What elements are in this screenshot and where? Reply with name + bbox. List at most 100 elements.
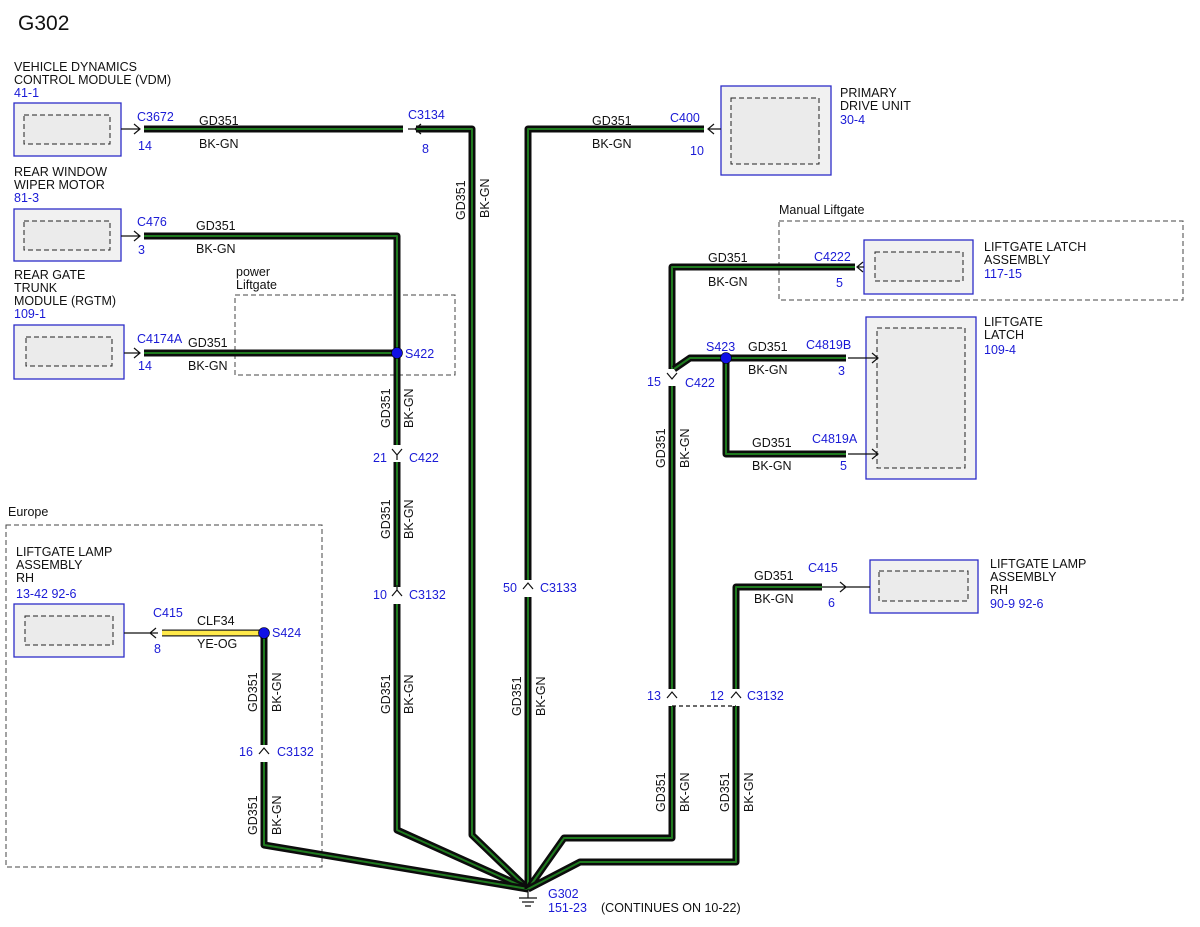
power-liftgate-label-2: Liftgate — [236, 278, 277, 292]
rgtm-module: REAR GATE TRUNK MODULE (RGTM) 109-1 — [13, 268, 125, 380]
svg-text:16: 16 — [239, 745, 253, 759]
connector-c4819b: C4819B — [806, 338, 851, 352]
svg-text:BK-GN: BK-GN — [402, 499, 416, 539]
splice-s424 — [258, 627, 270, 639]
svg-text:5: 5 — [836, 276, 843, 290]
svg-text:REAR WINDOW: REAR WINDOW — [14, 165, 107, 179]
svg-text:GD351: GD351 — [592, 114, 632, 128]
svg-text:BK-GN: BK-GN — [678, 772, 692, 812]
svg-text:ASSEMBLY: ASSEMBLY — [984, 253, 1051, 267]
svg-text:15: 15 — [647, 375, 661, 389]
svg-text:50: 50 — [503, 581, 517, 595]
wiper-motor: REAR WINDOW WIPER MOTOR 81-3 — [13, 165, 122, 262]
liftgate-latch: LIFTGATE LATCH 109-4 — [865, 315, 1043, 480]
svg-text:LATCH: LATCH — [984, 328, 1024, 342]
svg-text:CONTROL MODULE (VDM): CONTROL MODULE (VDM) — [14, 73, 171, 87]
svg-text:ASSEMBLY: ASSEMBLY — [16, 558, 83, 572]
manual-liftgate-label: Manual Liftgate — [779, 203, 865, 217]
diagram-title: G302 — [18, 12, 69, 35]
svg-text:GD351: GD351 — [454, 180, 468, 220]
connector-c4174a: C4174A — [137, 332, 183, 346]
svg-text:6: 6 — [828, 596, 835, 610]
svg-text:117-15: 117-15 — [984, 267, 1022, 281]
svg-text:BK-GN: BK-GN — [402, 388, 416, 428]
svg-text:BK-GN: BK-GN — [708, 275, 748, 289]
svg-text:LIFTGATE LAMP: LIFTGATE LAMP — [16, 545, 112, 559]
svg-text:REAR GATE: REAR GATE — [14, 268, 85, 282]
svg-text:BK-GN: BK-GN — [534, 676, 548, 716]
svg-text:GD351: GD351 — [718, 772, 732, 812]
svg-text:109-1: 109-1 — [14, 307, 46, 321]
splice-s423-label: S423 — [706, 340, 735, 354]
svg-text:GD351: GD351 — [754, 569, 794, 583]
svg-text:BK-GN: BK-GN — [196, 242, 236, 256]
connector-c3132-left: C3132 — [409, 588, 446, 602]
liftgate-lamp-left: LIFTGATE LAMP ASSEMBLY RH 13-42 92-6 — [13, 545, 125, 658]
svg-text:3: 3 — [138, 243, 145, 257]
svg-text:LIFTGATE: LIFTGATE — [984, 315, 1043, 329]
svg-text:BK-GN: BK-GN — [478, 178, 492, 218]
svg-text:PRIMARY: PRIMARY — [840, 86, 897, 100]
splice-s424-label: S424 — [272, 626, 301, 640]
svg-text:BK-GN: BK-GN — [188, 359, 228, 373]
splice-s423 — [720, 352, 732, 364]
europe-group — [5, 524, 323, 868]
svg-text:GD351: GD351 — [708, 251, 748, 265]
svg-text:8: 8 — [154, 642, 161, 656]
splice-s422-label: S422 — [405, 347, 434, 361]
svg-text:14: 14 — [138, 139, 152, 153]
svg-text:BK-GN: BK-GN — [742, 772, 756, 812]
svg-text:YE-OG: YE-OG — [197, 637, 237, 651]
svg-text:TRUNK: TRUNK — [14, 281, 58, 295]
ground-labels: G302 151-23 (CONTINUES ON 10-22) — [548, 887, 741, 915]
svg-text:GD351: GD351 — [379, 499, 393, 539]
liftgate-lamp-right: LIFTGATE LAMP ASSEMBLY RH 90-9 92-6 — [869, 557, 1086, 614]
connector-c3132-europe: C3132 — [277, 745, 314, 759]
svg-text:BK-GN: BK-GN — [754, 592, 794, 606]
power-liftgate-label-1: power — [236, 265, 270, 279]
wire-harness — [144, 125, 855, 893]
ground-ref: 151-23 — [548, 901, 587, 915]
svg-text:BK-GN: BK-GN — [748, 363, 788, 377]
svg-text:GD351: GD351 — [752, 436, 792, 450]
svg-text:41-1: 41-1 — [14, 86, 39, 100]
svg-text:BK-GN: BK-GN — [199, 137, 239, 151]
svg-text:GD351: GD351 — [246, 795, 260, 835]
svg-text:3: 3 — [838, 364, 845, 378]
svg-text:30-4: 30-4 — [840, 113, 865, 127]
svg-text:WIPER MOTOR: WIPER MOTOR — [14, 178, 105, 192]
connector-c4819a: C4819A — [812, 432, 858, 446]
svg-text:81-3: 81-3 — [14, 191, 39, 205]
svg-text:10: 10 — [373, 588, 387, 602]
svg-text:GD351: GD351 — [246, 672, 260, 712]
svg-text:RH: RH — [16, 571, 34, 585]
svg-text:VEHICLE DYNAMICS: VEHICLE DYNAMICS — [14, 60, 137, 74]
connector-c400: C400 — [670, 111, 700, 125]
svg-text:12: 12 — [710, 689, 724, 703]
svg-text:BK-GN: BK-GN — [402, 674, 416, 714]
svg-text:14: 14 — [138, 359, 152, 373]
svg-text:GD351: GD351 — [654, 428, 668, 468]
svg-text:13-42 92-6: 13-42 92-6 — [16, 587, 77, 601]
europe-label: Europe — [8, 505, 48, 519]
ground-symbol — [519, 889, 537, 907]
connector-c3134: C3134 — [408, 108, 445, 122]
svg-text:RH: RH — [990, 583, 1008, 597]
svg-text:10: 10 — [690, 144, 704, 158]
connector-c476: C476 — [137, 215, 167, 229]
svg-text:21: 21 — [373, 451, 387, 465]
connector-c3133: C3133 — [540, 581, 577, 595]
liftgate-latch-assembly: LIFTGATE LATCH ASSEMBLY 117-15 — [863, 239, 1086, 295]
connector-c4222: C4222 — [814, 250, 851, 264]
svg-text:BK-GN: BK-GN — [270, 672, 284, 712]
connector-c415-left: C415 — [153, 606, 183, 620]
primary-drive-unit: PRIMARY DRIVE UNIT 30-4 — [720, 85, 911, 176]
svg-text:GD351: GD351 — [379, 674, 393, 714]
svg-text:GD351: GD351 — [654, 772, 668, 812]
svg-text:90-9 92-6: 90-9 92-6 — [990, 597, 1044, 611]
svg-text:13: 13 — [647, 689, 661, 703]
svg-text:GD351: GD351 — [188, 336, 228, 350]
connector-c3672: C3672 — [137, 110, 174, 124]
